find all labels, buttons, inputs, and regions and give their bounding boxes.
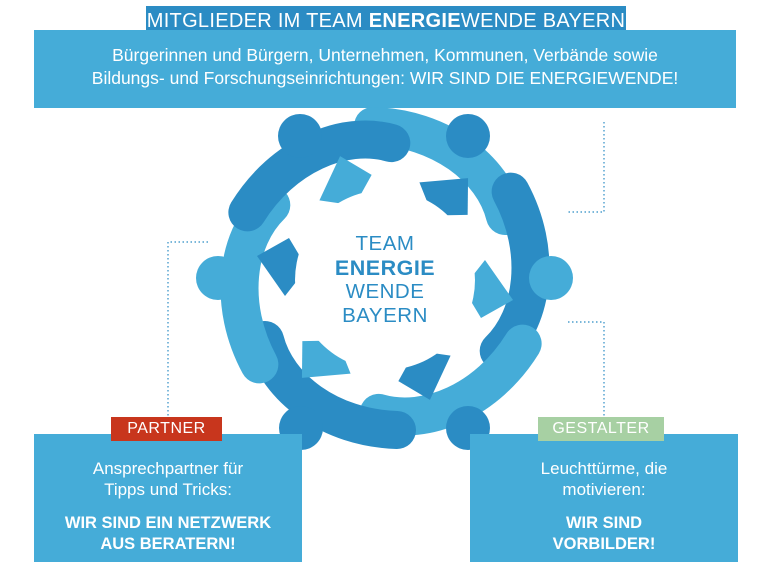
center-circle <box>295 190 475 370</box>
header-title-suffix: WENDE BAYERN <box>460 10 626 32</box>
connector-left <box>167 241 208 418</box>
connector-right <box>568 321 605 418</box>
person-head-1 <box>278 114 322 158</box>
header-title-prefix: MITGLIEDER IM TEAM <box>146 10 369 32</box>
partner-claim-line-1: WIR SIND EIN NETZWERK <box>64 514 272 532</box>
header-box: Bürgerinnen und Bürgern, Unternehmen, Ko… <box>34 30 736 108</box>
center-line-4: BAYERN <box>342 304 428 327</box>
connector-top-right <box>568 122 605 213</box>
center-line-2: ENERGIE <box>334 256 436 280</box>
gestalter-claim-line-2: VORBILDER! <box>552 535 656 553</box>
connector-lines <box>167 122 605 418</box>
person-body-5 <box>257 238 307 296</box>
gestalter-box: Leuchttürme, die motivieren: WIR SIND VO… <box>470 434 738 562</box>
gestalter-claim: WIR SIND VORBILDER! <box>470 513 738 555</box>
center-title: TEAM ENERGIE WENDE BAYERN <box>321 232 449 328</box>
person-body-2 <box>463 260 513 318</box>
header-line-2: Bildungs- und Forschungseinrichtungen: W… <box>91 68 679 88</box>
person-body-6 <box>319 156 372 206</box>
gestalter-line-2: motivieren: <box>562 480 646 499</box>
partner-line-2: Tipps und Tricks: <box>104 480 232 499</box>
partner-tag: PARTNER <box>111 417 222 441</box>
gestalter-claim-line-1: WIR SIND <box>565 514 643 532</box>
partner-claim: WIR SIND EIN NETZWERK AUS BERATERN! <box>34 513 302 555</box>
center-line-1: TEAM <box>355 232 415 255</box>
person-head-3 <box>529 256 573 300</box>
partner-claim-line-2: AUS BERATERN! <box>100 535 236 553</box>
header-title-bold: ENERGIE <box>368 10 461 32</box>
person-head-2 <box>446 114 490 158</box>
gestalter-line-1: Leuchttürme, die <box>540 459 668 478</box>
person-head-6 <box>196 256 240 300</box>
partner-line-1: Ansprechpartner für <box>92 459 244 478</box>
gestalter-tag: GESTALTER <box>538 417 664 441</box>
center-line-3: WENDE <box>345 280 425 303</box>
header-line-1: Bürgerinnen und Bürgern, Unternehmen, Ko… <box>112 45 658 65</box>
partner-box: Ansprechpartner für Tipps und Tricks: WI… <box>34 434 302 562</box>
